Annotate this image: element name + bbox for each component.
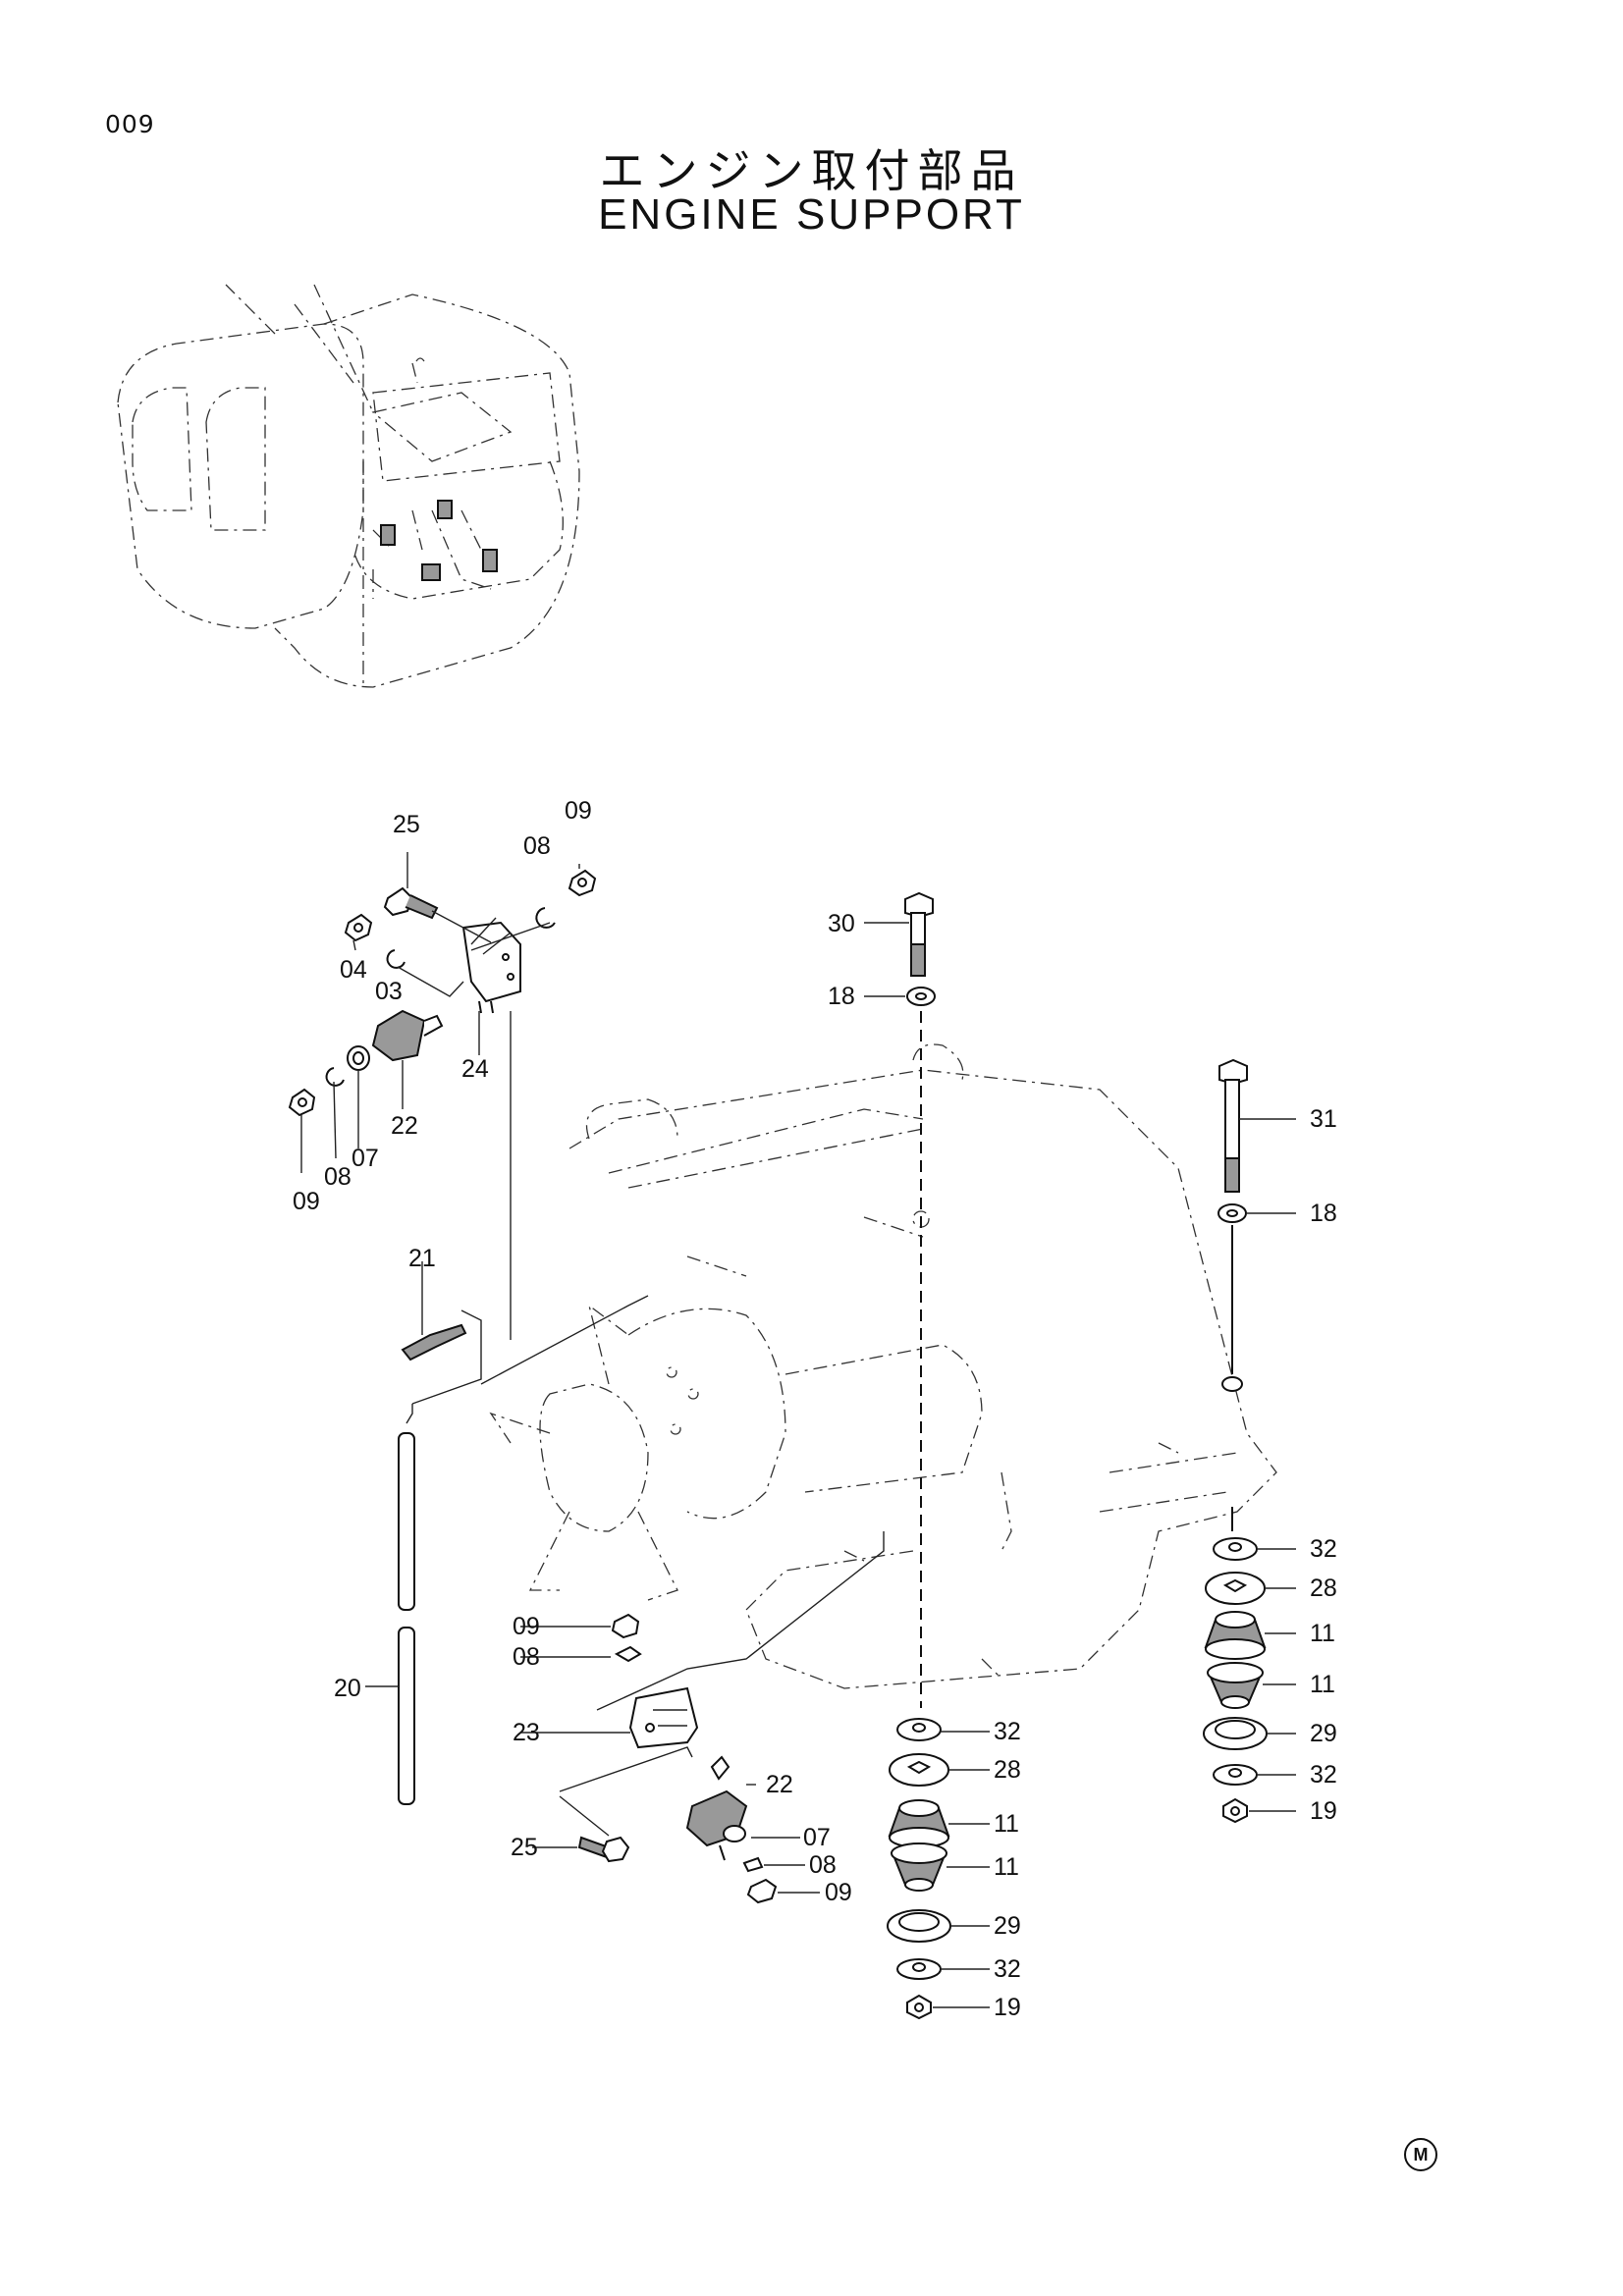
callout-07: 07 xyxy=(352,1145,379,1172)
callout-19: 19 xyxy=(994,1994,1021,2021)
callout-21: 21 xyxy=(408,1245,436,1272)
callout-09: 09 xyxy=(825,1879,852,1906)
callout-32: 32 xyxy=(994,1955,1021,1983)
m-mark-icon: M xyxy=(1404,2138,1437,2171)
callout-32: 32 xyxy=(1310,1761,1337,1789)
callout-24: 24 xyxy=(461,1055,489,1083)
callout-19: 19 xyxy=(1310,1797,1337,1825)
callout-18: 18 xyxy=(1310,1200,1337,1227)
callout-11: 11 xyxy=(994,1810,1019,1838)
callout-20: 20 xyxy=(334,1675,361,1702)
callout-09: 09 xyxy=(513,1613,540,1640)
callout-22: 22 xyxy=(766,1771,793,1798)
front-mount-upper-group xyxy=(288,852,597,1173)
callout-08: 08 xyxy=(513,1643,540,1671)
callout-11: 11 xyxy=(994,1853,1019,1881)
title-japanese: エンジン取付部品 xyxy=(599,144,1024,197)
callout-32: 32 xyxy=(1310,1535,1337,1563)
callout-09: 09 xyxy=(565,797,592,825)
callout-03: 03 xyxy=(375,978,403,1005)
callout-28: 28 xyxy=(994,1756,1021,1784)
callout-29: 29 xyxy=(1310,1720,1337,1747)
callout-08: 08 xyxy=(523,832,551,860)
right-mount-stack xyxy=(1203,1058,1296,1824)
callout-11: 11 xyxy=(1310,1620,1335,1647)
callout-07: 07 xyxy=(803,1824,831,1851)
callout-04: 04 xyxy=(340,956,367,984)
callout-09: 09 xyxy=(293,1188,320,1215)
callout-31: 31 xyxy=(1310,1105,1337,1133)
front-mount-lower-group xyxy=(520,1531,885,1904)
center-mount-stack xyxy=(864,891,990,2020)
callout-32: 32 xyxy=(994,1718,1021,1745)
page-number: 009 xyxy=(105,110,155,138)
callout-30: 30 xyxy=(828,910,855,937)
stud-21 xyxy=(401,1261,467,1362)
shaft-20 xyxy=(365,1404,415,1805)
callout-29: 29 xyxy=(994,1912,1021,1940)
callout-25: 25 xyxy=(511,1834,538,1861)
callout-labels: 25 09 08 04 03 24 22 07 08 09 21 20 09 0… xyxy=(293,797,1337,2021)
leader-line xyxy=(480,1295,649,1385)
callout-18: 18 xyxy=(828,983,855,1010)
leader-line xyxy=(411,1309,482,1405)
callout-23: 23 xyxy=(513,1719,540,1746)
callout-08: 08 xyxy=(809,1851,837,1879)
callout-08: 08 xyxy=(324,1163,352,1191)
title-english: ENGINE SUPPORT xyxy=(598,190,1025,239)
engine-phantom-outline xyxy=(489,1043,1277,1689)
callout-25: 25 xyxy=(393,811,420,838)
callout-28: 28 xyxy=(1310,1575,1337,1602)
excavator-overview-illustration xyxy=(117,284,580,688)
engine-mount-highlight-icons xyxy=(380,500,498,581)
callout-11: 11 xyxy=(1310,1671,1335,1698)
callout-22: 22 xyxy=(391,1112,418,1140)
